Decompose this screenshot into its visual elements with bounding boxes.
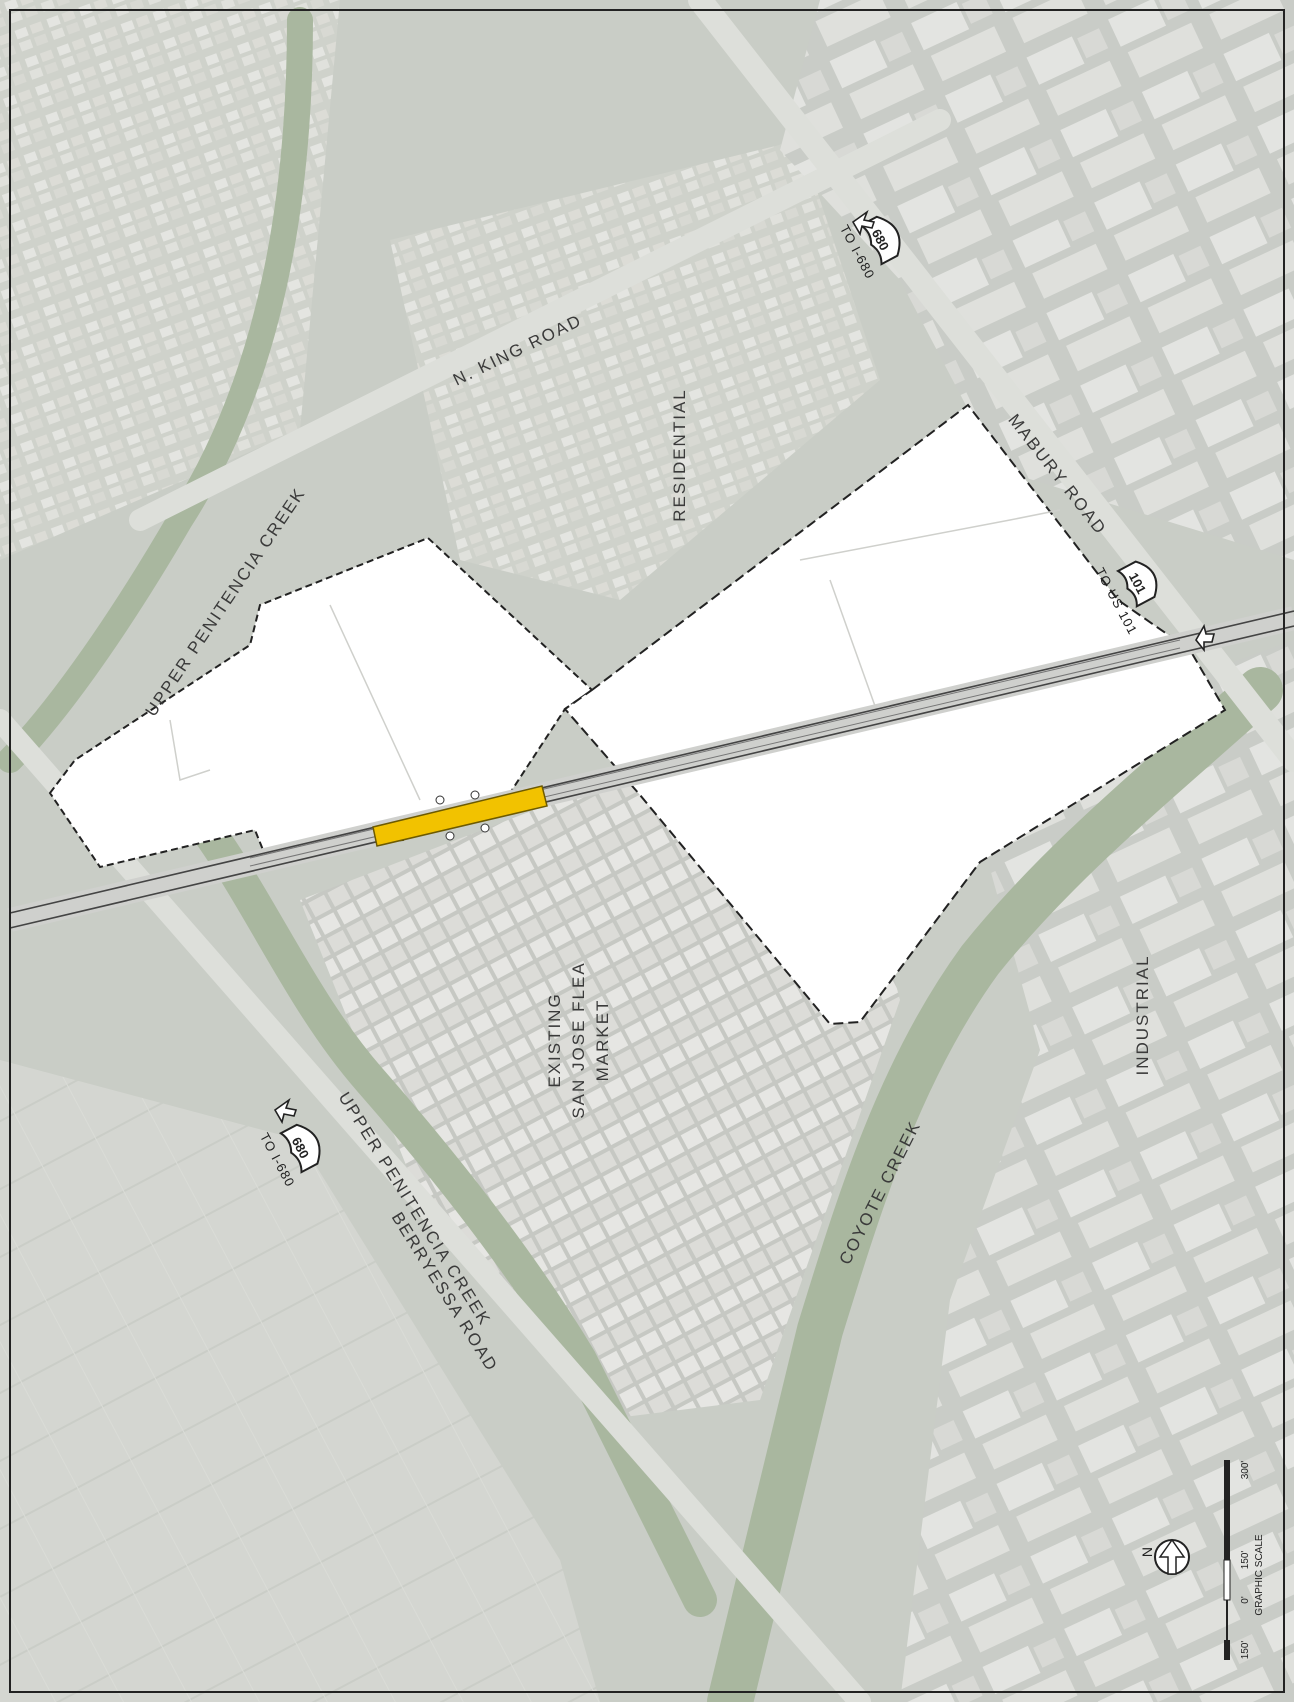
upper-penitencia-creek-vegetation-south [183,803,717,1617]
parcel-divider-2 [329,604,421,801]
graphic-scale: 150' 0' 150' 300' GRAPHIC SCALE [1223,1460,1265,1660]
label-industrial: INDUSTRIAL [1133,954,1152,1075]
parcel-divider-4 [829,579,881,721]
arrow-south-icon [273,1097,298,1125]
north-arrow: N [1139,1538,1190,1575]
arrow-north-icon [851,209,876,237]
coyote-creek-vegetation [707,667,1283,1702]
parcel-divider-3 [799,509,1061,561]
label-existing-2: SAN JOSE FLEA [569,961,588,1118]
north-arrow-icon [1158,1538,1186,1575]
industrial-area-southeast [900,640,1294,1702]
parcel-divider-1 [169,719,211,781]
label-existing-1: EXISTING [545,992,564,1087]
scale-tick-0: 150' [1240,1641,1251,1660]
residential-area-west [0,0,340,560]
label-existing-3: MARKET [593,999,612,1082]
scale-tick-1: 0' [1240,1596,1251,1604]
north-label: N [1139,1547,1155,1557]
map-frame [9,9,1285,1693]
n-king-road [129,109,951,531]
residential-area-center [390,140,880,600]
scale-title: GRAPHIC SCALE [1254,1534,1265,1615]
label-residential: RESIDENTIAL [670,388,689,521]
arrow-east-icon [1195,623,1216,653]
station-platform-fill [372,785,548,847]
rail-corridor [7,606,1294,932]
open-field-southwest [0,1060,600,1702]
scale-tick-3: 300' [1240,1461,1251,1480]
scale-tick-2: 150' [1240,1551,1251,1570]
station-platform [372,785,548,847]
